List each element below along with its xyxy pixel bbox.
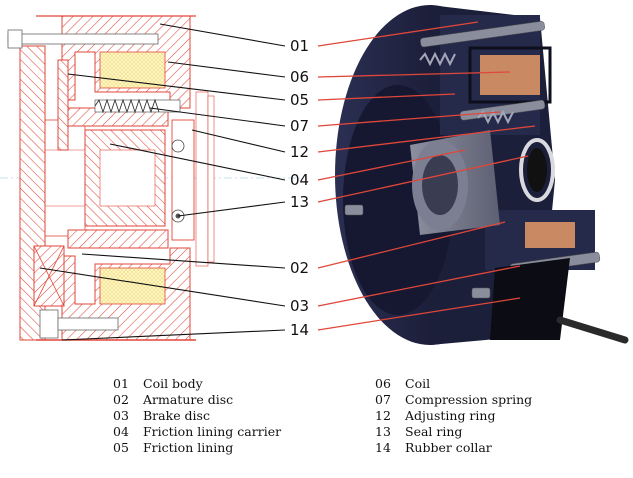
leader-left-03 (39, 267, 286, 307)
leader-right-14 (317, 297, 521, 331)
callout-02: 02 (290, 259, 309, 277)
leader-right-12 (317, 125, 536, 153)
legend-item: 03 Brake disc (113, 408, 281, 424)
leader-right-05 (317, 93, 456, 101)
cross-section-drawing (0, 15, 300, 341)
leader-left-01 (159, 23, 286, 47)
legend-label: Rubber collar (405, 440, 492, 455)
legend-item: 12 Adjusting ring (375, 408, 532, 424)
leader-left-06 (167, 61, 286, 78)
legend-item: 13 Seal ring (375, 424, 532, 440)
legend-num: 12 (375, 408, 391, 423)
callout-04: 04 (290, 171, 309, 189)
legend-num: 01 (113, 376, 129, 391)
legend-num: 13 (375, 424, 391, 439)
leader-right-13 (317, 155, 529, 203)
legend-label: Friction lining (143, 440, 234, 455)
legend-right-column: 06 Coil 07 Compression spring 12 Adjusting … (375, 376, 532, 456)
cutaway-render (335, 5, 629, 345)
leader-right-06 (317, 71, 511, 78)
legend-num: 06 (375, 376, 391, 391)
callout-13: 13 (290, 193, 309, 211)
legend-label: Coil body (143, 376, 203, 391)
legend-num: 03 (113, 408, 129, 423)
legend-item: 05 Friction lining (113, 440, 281, 456)
legend-num: 07 (375, 392, 391, 407)
legend-num: 02 (113, 392, 129, 407)
legend-label: Coil (405, 376, 431, 391)
legend-label: Seal ring (405, 424, 463, 439)
callout-numbers: 01 06 05 07 12 04 13 02 03 14 (290, 37, 309, 339)
legend-item: 06 Coil (375, 376, 532, 392)
callout-12: 12 (290, 143, 309, 161)
callout-01: 01 (290, 37, 309, 55)
leader-right-07 (317, 111, 501, 127)
callout-leaders (39, 21, 536, 341)
legend-item: 02 Armature disc (113, 392, 281, 408)
leader-left-02 (81, 253, 286, 269)
leader-right-04 (317, 149, 466, 181)
legend-label: Brake disc (143, 408, 210, 423)
leader-left-12 (191, 129, 286, 153)
callout-03: 03 (290, 297, 309, 315)
leader-left-04 (109, 143, 286, 181)
legend-label: Armature disc (143, 392, 234, 407)
callout-14: 14 (290, 321, 309, 339)
legend-item: 07 Compression spring (375, 392, 532, 408)
legend-num: 14 (375, 440, 391, 455)
legend-num: 05 (113, 440, 129, 455)
leader-right-02 (317, 221, 506, 269)
legend-item: 01 Coil body (113, 376, 281, 392)
callout-07: 07 (290, 117, 309, 135)
legend-label: Friction lining carrier (143, 424, 282, 439)
leader-left-05 (67, 73, 286, 101)
legend-item: 04 Friction lining carrier (113, 424, 281, 440)
legend-left-column: 01 Coil body 02 Armature disc 03 Brake disc… (113, 376, 281, 456)
brake-diagram: 01 06 05 07 12 04 13 02 03 14 (0, 5, 629, 345)
leader-right-03 (317, 265, 521, 307)
callout-06: 06 (290, 68, 309, 86)
leader-left-14 (61, 329, 286, 341)
leader-left-13 (177, 201, 286, 217)
leader-left-07 (149, 107, 286, 127)
leader-right-01 (317, 21, 479, 47)
legend-num: 04 (113, 424, 129, 439)
legend-label: Compression spring (405, 392, 533, 407)
legend-item: 14 Rubber collar (375, 440, 532, 456)
callout-05: 05 (290, 91, 309, 109)
legend-label: Adjusting ring (405, 408, 496, 423)
